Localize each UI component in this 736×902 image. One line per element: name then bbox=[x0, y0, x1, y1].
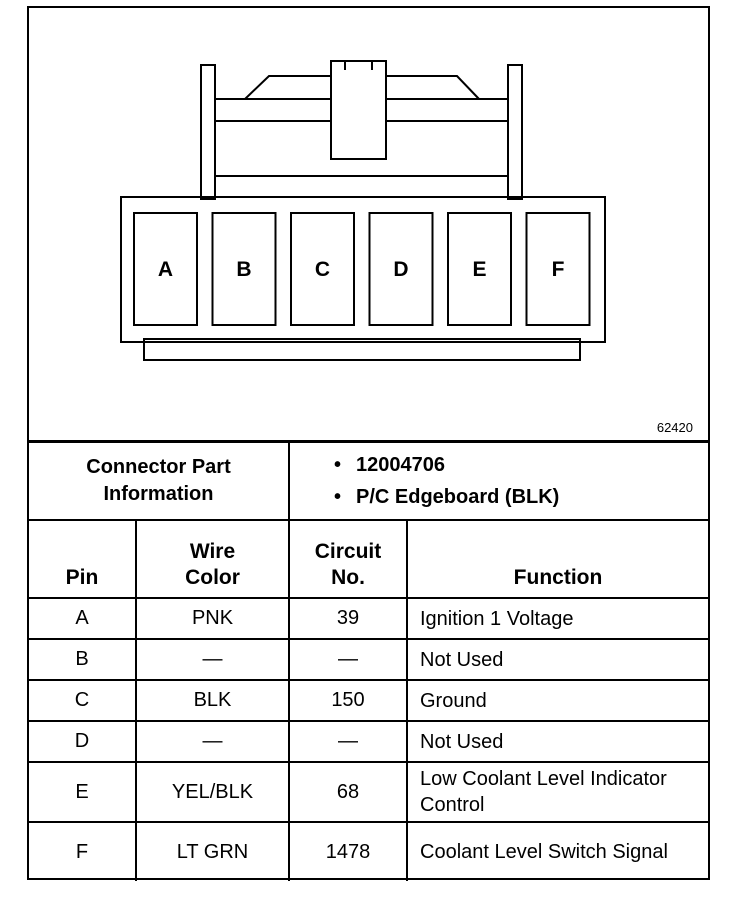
pin-label-e: E bbox=[472, 258, 486, 281]
cell-circuit: 68 bbox=[288, 761, 408, 823]
pin-label-d: D bbox=[393, 258, 408, 281]
cell-pin: E bbox=[29, 761, 137, 823]
pin-cavity-d bbox=[368, 212, 434, 326]
connector-drawing: A B C D E F 62420 bbox=[120, 60, 693, 435]
cell-function: Ignition 1 Voltage bbox=[406, 597, 708, 640]
cell-wire-color: — bbox=[135, 720, 290, 763]
latch-tab bbox=[330, 60, 387, 160]
pin-cavity-b bbox=[211, 212, 277, 326]
cell-circuit: 150 bbox=[288, 679, 408, 722]
housing-base bbox=[143, 338, 581, 361]
cell-circuit: 39 bbox=[288, 597, 408, 640]
table-row: C BLK 150 Ground bbox=[29, 679, 708, 722]
cell-function: Coolant Level Switch Signal bbox=[406, 821, 708, 881]
part-info-values: •12004706 •P/C Edgeboard (BLK) bbox=[288, 440, 708, 521]
pin-label-f: F bbox=[552, 258, 565, 281]
figure-number: 62420 bbox=[657, 420, 693, 435]
cell-wire-color: BLK bbox=[135, 679, 290, 722]
pin-label-a: A bbox=[158, 258, 173, 281]
cell-circuit: — bbox=[288, 720, 408, 763]
cell-circuit: 1478 bbox=[288, 821, 408, 881]
cell-function: Low Coolant Level Indicator Control bbox=[406, 761, 708, 823]
cell-wire-color: LT GRN bbox=[135, 821, 290, 881]
left-post bbox=[200, 64, 216, 200]
cell-pin: D bbox=[29, 720, 137, 763]
part-info-item: •12004706 bbox=[334, 454, 445, 476]
pin-label-c: C bbox=[315, 258, 330, 281]
pin-cavity-a bbox=[133, 212, 198, 326]
cell-pin: F bbox=[29, 821, 137, 881]
header-function: Function bbox=[406, 519, 708, 599]
pin-cavity-c bbox=[290, 212, 355, 326]
table-row: F LT GRN 1478 Coolant Level Switch Signa… bbox=[29, 821, 708, 881]
table-row: D — — Not Used bbox=[29, 720, 708, 763]
table-row: A PNK 39 Ignition 1 Voltage bbox=[29, 597, 708, 640]
pin-cavity-f bbox=[525, 212, 591, 326]
cell-pin: B bbox=[29, 638, 137, 681]
table-row: E YEL/BLK 68 Low Coolant Level Indicator… bbox=[29, 761, 708, 823]
cell-wire-color: PNK bbox=[135, 597, 290, 640]
cell-function: Ground bbox=[406, 679, 708, 722]
cell-pin: A bbox=[29, 597, 137, 640]
cell-function: Not Used bbox=[406, 720, 708, 763]
part-info-item: •P/C Edgeboard (BLK) bbox=[334, 486, 560, 508]
pin-cavity-e bbox=[447, 212, 512, 326]
cell-wire-color: — bbox=[135, 638, 290, 681]
pin-label-b: B bbox=[236, 258, 251, 281]
cell-circuit: — bbox=[288, 638, 408, 681]
right-post bbox=[507, 64, 523, 200]
connector-housing bbox=[120, 196, 606, 343]
cell-pin: C bbox=[29, 679, 137, 722]
table-row: B — — Not Used bbox=[29, 638, 708, 681]
header-pin: Pin bbox=[29, 519, 137, 599]
cell-wire-color: YEL/BLK bbox=[135, 761, 290, 823]
cell-function: Not Used bbox=[406, 638, 708, 681]
